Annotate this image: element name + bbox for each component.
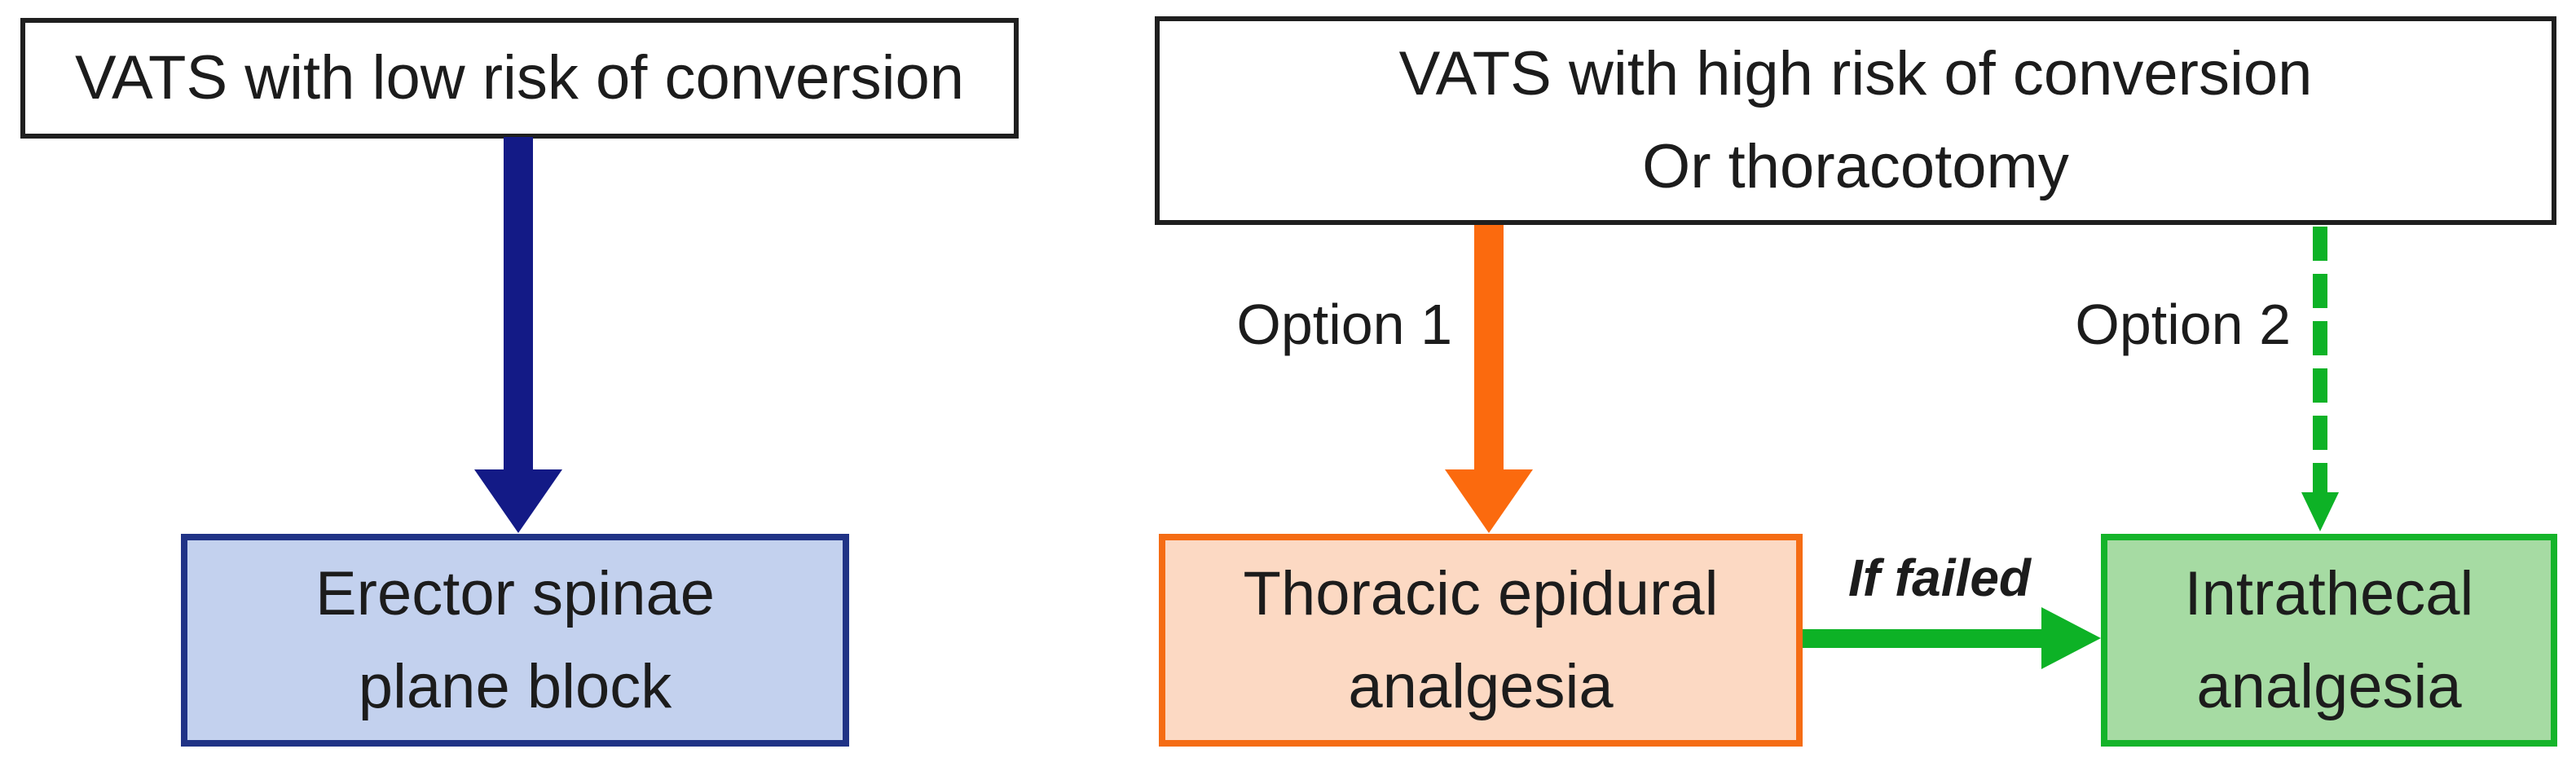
thoracic-epidural-box: Thoracic epidural analgesia <box>1159 534 1803 747</box>
high-risk-vats-label-line2: Or thoracotomy <box>1642 132 2069 201</box>
option2-dashed-arrow-shaft <box>2313 227 2327 492</box>
intrathecal-box: Intrathecal analgesia <box>2101 534 2557 747</box>
low-risk-arrow-shaft <box>504 137 533 471</box>
option2-label: Option 2 <box>2075 293 2291 356</box>
erector-spinae-label-line2: plane block <box>358 651 672 721</box>
high-risk-vats-box: VATS with high risk of conversion Or tho… <box>1155 16 2556 225</box>
erector-spinae-box: Erector spinae plane block <box>181 534 849 747</box>
if-failed-arrow-head-icon <box>2041 607 2101 669</box>
thoracic-epidural-label-line2: analgesia <box>1348 651 1614 721</box>
option1-arrow-head-icon <box>1445 469 1533 533</box>
if-failed-arrow-shaft <box>1803 629 2041 648</box>
option2-arrow-head-icon <box>2301 492 2339 531</box>
option1-label: Option 1 <box>1236 293 1452 356</box>
option1-arrow-shaft <box>1474 225 1504 469</box>
intrathecal-label-line1: Intrathecal <box>2184 558 2474 628</box>
erector-spinae-label-line1: Erector spinae <box>315 558 716 628</box>
thoracic-epidural-label-line1: Thoracic epidural <box>1243 558 1719 628</box>
high-risk-vats-label-line1: VATS with high risk of conversion <box>1398 39 2313 108</box>
low-risk-vats-label: VATS with low risk of conversion <box>74 43 965 112</box>
low-risk-vats-box: VATS with low risk of conversion <box>20 18 1019 139</box>
if-failed-label: If failed <box>1847 549 2032 607</box>
low-risk-arrow-head-icon <box>474 469 562 533</box>
intrathecal-label-line2: analgesia <box>2196 651 2462 721</box>
